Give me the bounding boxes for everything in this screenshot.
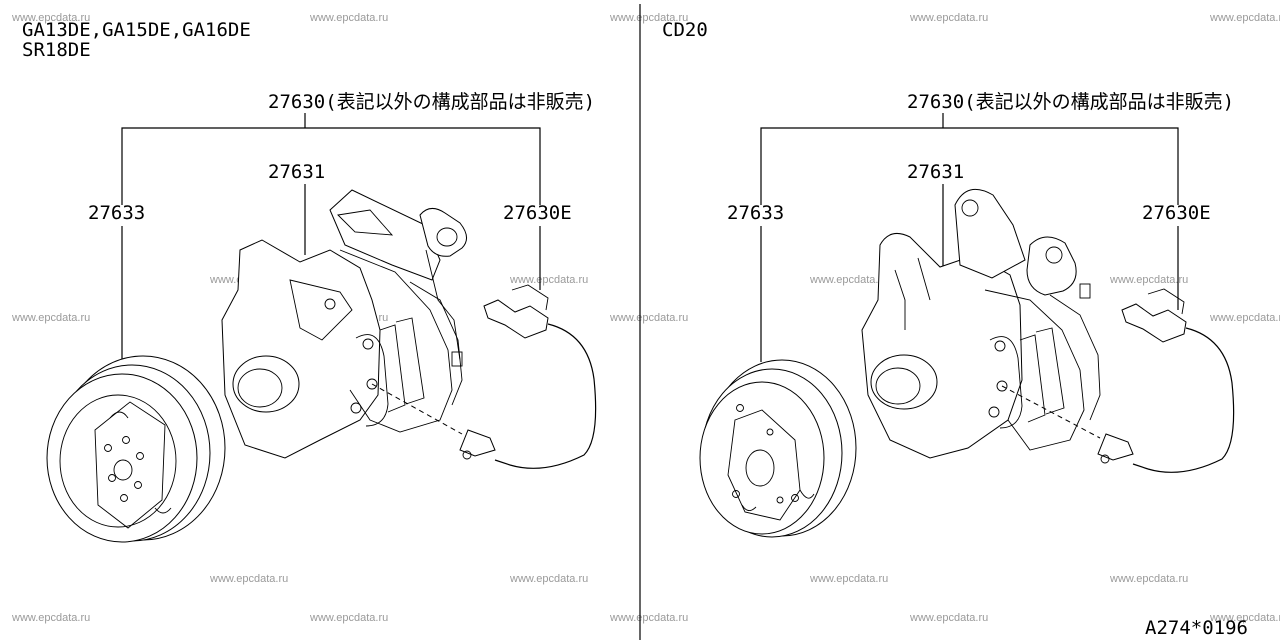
watermark: www.epcdata.ru xyxy=(809,274,888,286)
clutch-pulley xyxy=(46,355,226,543)
compressor xyxy=(861,188,1101,459)
watermark: www.epcdata.ru xyxy=(309,12,388,24)
engine-label: CD20 xyxy=(662,19,708,41)
engine-label: SR18DE xyxy=(22,39,91,61)
watermark: www.epcdata.ru xyxy=(309,612,388,624)
watermark: www.epcdata.ru xyxy=(809,573,888,585)
callout-compressor: 27631 xyxy=(268,161,325,183)
diagram-code: A274*0196 xyxy=(1145,617,1248,639)
watermark: www.epcdata.ru xyxy=(609,612,688,624)
watermark: www.epcdata.ru xyxy=(909,612,988,624)
watermark: www.epcdata.ru xyxy=(1209,612,1280,624)
clutch-pulley xyxy=(699,359,857,538)
callout-compressor: 27631 xyxy=(907,161,964,183)
wire-harness xyxy=(371,284,597,469)
watermark: www.epcdata.ru xyxy=(1209,312,1280,324)
watermark: www.epcdata.ru xyxy=(209,573,288,585)
callout-harness: 27630E xyxy=(1142,202,1211,224)
leader-lines xyxy=(760,113,1179,362)
engine-label: GA13DE,GA15DE,GA16DE xyxy=(22,19,251,41)
watermark: www.epcdata.ru xyxy=(509,573,588,585)
callout-clutch: 27633 xyxy=(727,202,784,224)
watermark: www.epcdata.ru xyxy=(11,12,90,24)
compressor xyxy=(221,189,467,459)
watermark: www.epcdata.ru xyxy=(509,274,588,286)
leader-lines xyxy=(121,113,541,362)
watermark: www.epcdata.ru xyxy=(1109,274,1188,286)
watermark: www.epcdata.ru xyxy=(11,612,90,624)
watermark: www.epcdata.ru xyxy=(609,312,688,324)
left-panel: GA13DE,GA15DE,GA16DE SR18DE 27630(表記以外の構… xyxy=(22,19,597,543)
callout-harness: 27630E xyxy=(503,202,572,224)
watermark: www.epcdata.ru xyxy=(609,12,688,24)
watermark: www.epcdata.ru xyxy=(11,312,90,324)
callout-clutch: 27633 xyxy=(88,202,145,224)
watermark: www.epcdata.ru xyxy=(1209,12,1280,24)
watermark: www.epcdata.ru xyxy=(1109,573,1188,585)
callout-assembly: 27630(表記以外の構成部品は非販売) xyxy=(907,91,1234,113)
watermark: www.epcdata.ru xyxy=(909,12,988,24)
right-panel: CD20 27630(表記以外の構成部品は非販売) 27631 27633 27… xyxy=(662,19,1235,538)
callout-assembly: 27630(表記以外の構成部品は非販売) xyxy=(268,91,595,113)
wire-harness xyxy=(1001,288,1235,473)
